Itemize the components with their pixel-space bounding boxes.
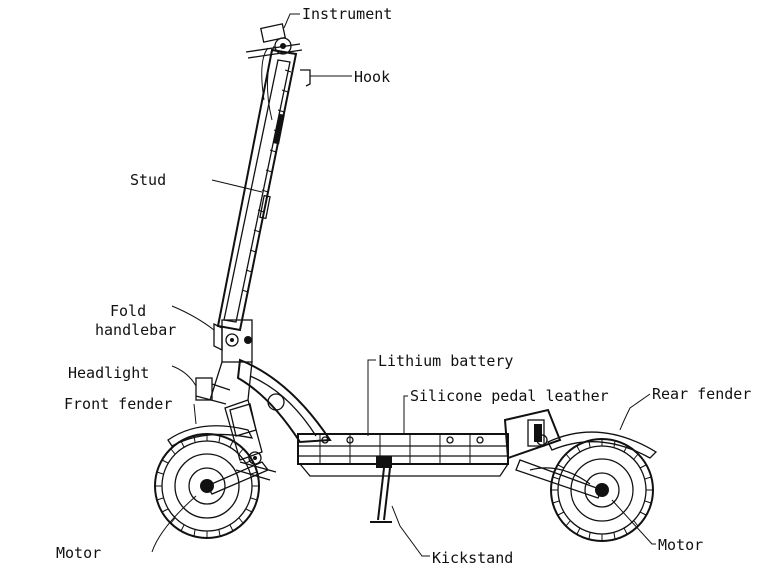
label-headlight: Headlight — [68, 364, 149, 382]
label-instrument: Instrument — [302, 5, 392, 23]
labels: Instrument Hook Stud Fold handlebar Head… — [56, 5, 751, 567]
front-fender-shape — [167, 425, 254, 447]
label-kickstand: Kickstand — [432, 549, 513, 567]
label-stud: Stud — [130, 171, 166, 189]
rear-swingarm — [503, 408, 603, 499]
label-silicone-pedal: Silicone pedal leather — [410, 387, 609, 405]
label-hook: Hook — [354, 68, 390, 86]
stem-tube — [216, 45, 298, 332]
rear-wheel — [550, 438, 654, 542]
label-lithium-battery: Lithium battery — [378, 352, 513, 370]
label-front-fender: Front fender — [64, 395, 172, 413]
rear-fender-shape — [547, 431, 658, 459]
front-fork — [195, 377, 277, 495]
handlebar-top — [245, 23, 311, 87]
kickstand-shape — [370, 467, 392, 523]
label-fold-line2: handlebar — [95, 321, 176, 339]
label-motor-front: Motor — [56, 544, 101, 562]
front-frame — [236, 358, 332, 444]
fold-mechanism — [209, 319, 253, 401]
label-fold-line1: Fold — [110, 302, 146, 320]
leader-lines — [151, 13, 656, 557]
label-rear-fender: Rear fender — [652, 385, 751, 403]
label-motor-rear: Motor — [658, 536, 703, 554]
